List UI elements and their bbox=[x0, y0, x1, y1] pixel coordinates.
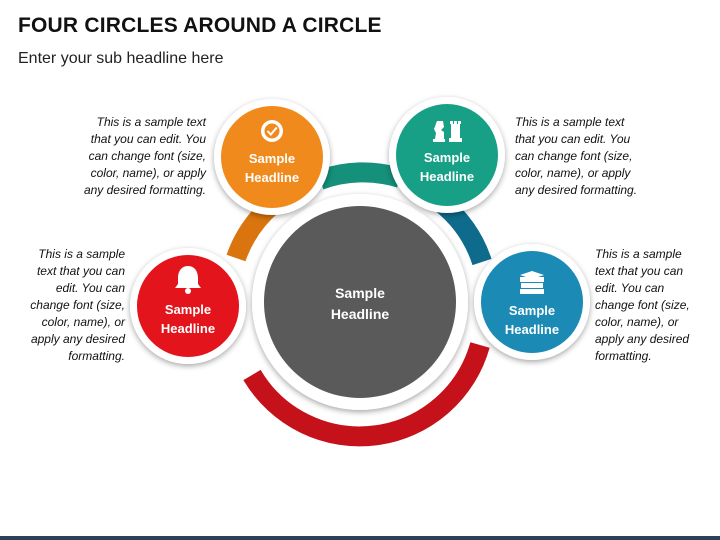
books-icon bbox=[520, 271, 544, 294]
text-red: This is a sample text that you can edit.… bbox=[30, 247, 125, 363]
node-blue-line1: Sample bbox=[509, 303, 555, 318]
node-teal-line1: Sample bbox=[424, 150, 470, 165]
node-orange-line1: Sample bbox=[249, 151, 295, 166]
node-teal: Sample Headline bbox=[389, 97, 505, 213]
node-red-line2: Headline bbox=[161, 321, 215, 336]
center-circle bbox=[252, 194, 468, 410]
center-line1: Sample bbox=[335, 285, 385, 301]
text-orange: This is a sample text that you can edit.… bbox=[83, 115, 206, 197]
page-subtitle: Enter your sub headline here bbox=[18, 50, 224, 67]
bell-icon bbox=[175, 266, 201, 294]
node-orange: Sample Headline bbox=[214, 99, 330, 215]
node-orange-line2: Headline bbox=[245, 170, 299, 185]
bottom-bar bbox=[0, 536, 720, 540]
arc-teal bbox=[316, 162, 403, 190]
center-line2: Headline bbox=[331, 306, 390, 322]
text-teal: This is a sample text that you can edit.… bbox=[515, 115, 638, 197]
page-title: FOUR CIRCLES AROUND A CIRCLE bbox=[18, 14, 382, 37]
node-blue-line2: Headline bbox=[505, 322, 559, 337]
arc-red bbox=[243, 342, 490, 447]
chess-pieces-icon bbox=[433, 121, 462, 142]
text-blue: This is a sample text that you can edit.… bbox=[595, 247, 690, 363]
node-red-line1: Sample bbox=[165, 302, 211, 317]
node-blue: Sample Headline bbox=[474, 244, 590, 360]
node-teal-line2: Headline bbox=[420, 169, 474, 184]
badge-check-icon bbox=[261, 120, 283, 142]
node-red: Sample Headline bbox=[130, 248, 246, 364]
